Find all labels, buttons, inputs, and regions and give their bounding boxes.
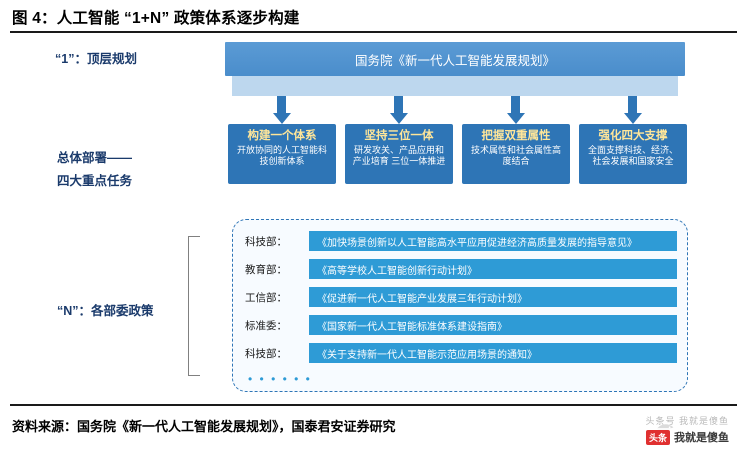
policy-ellipsis: • • • • • • [248, 372, 312, 386]
footer-divider [10, 404, 737, 406]
policy-agency: 工信部： [245, 291, 287, 304]
label-ministry-policies: “N”：各部委政策 [57, 304, 154, 318]
policy-document: 《关于支持新一代人工智能示范应用场景的通知》 [309, 343, 677, 363]
title-divider [10, 31, 737, 33]
task-box-2-body: 研发攻关、产品应用和产业培育 三位一体推进 [352, 145, 446, 166]
task-box-1-body: 开放协同的人工智能科技创新体系 [236, 145, 327, 166]
policy-document: 《加快场景创新以人工智能高水平应用促进经济高质量发展的指导意见》 [309, 231, 677, 251]
watermark-badge: 头条 我就是傻鱼 [641, 428, 733, 446]
task-box-3-title: 把握双重属性 [481, 130, 551, 142]
policy-document: 《高等学校人工智能创新行动计划》 [309, 259, 677, 279]
task-box-4-title: 强化四大支撑 [598, 130, 668, 142]
policy-row: 标准委： 《国家新一代人工智能标准体系建设指南》 [243, 315, 677, 335]
task-box-2-title: 坚持三位一体 [364, 130, 434, 142]
task-box-1: 构建一个体系 开放协同的人工智能科技创新体系 [228, 124, 336, 184]
task-box-2: 坚持三位一体 研发攻关、产品应用和产业培育 三位一体推进 [345, 124, 453, 184]
policy-row: 教育部： 《高等学校人工智能创新行动计划》 [243, 259, 677, 279]
label-overall-deployment-line1: 总体部署—— [57, 151, 133, 165]
policy-group-bracket [188, 236, 200, 376]
policy-document: 《促进新一代人工智能产业发展三年行动计划》 [309, 287, 677, 307]
policy-row: 工信部： 《促进新一代人工智能产业发展三年行动计划》 [243, 287, 677, 307]
policy-agency: 标准委： [245, 319, 287, 332]
label-overall-deployment-line2: 四大重点任务 [57, 174, 133, 188]
policy-row: 科技部： 《关于支持新一代人工智能示范应用场景的通知》 [243, 343, 677, 363]
task-box-4: 强化四大支撑 全面支撑科技、经济、社会发展和国家安全 [579, 124, 687, 184]
watermark-text: 头条号 我就是傻鱼 [645, 416, 729, 426]
label-top-level-plan: “1”：顶层规划 [55, 52, 137, 66]
task-box-3-body: 技术属性和社会属性高度结合 [470, 145, 561, 166]
task-box-4-body: 全面支撑科技、经济、社会发展和国家安全 [587, 145, 678, 166]
connector-spine [232, 76, 678, 96]
policy-agency: 教育部： [245, 263, 287, 276]
page-title: 图 4：人工智能 “1+N” 政策体系逐步构建 [12, 10, 300, 27]
watermark-badge-name: 我就是傻鱼 [674, 432, 729, 444]
policy-agency: 科技部： [245, 235, 287, 248]
policy-row: 科技部： 《加快场景创新以人工智能高水平应用促进经济高质量发展的指导意见》 [243, 231, 677, 251]
policy-document: 《国家新一代人工智能标准体系建设指南》 [309, 315, 677, 335]
task-box-1-title: 构建一个体系 [247, 130, 317, 142]
top-level-plan-box: 国务院《新一代人工智能发展规划》 [225, 42, 685, 76]
watermark-badge-tag: 头条 [645, 429, 670, 445]
source-note: 资料来源：国务院《新一代人工智能发展规划》，国泰君安证券研究 [12, 419, 396, 434]
task-box-3: 把握双重属性 技术属性和社会属性高度结合 [462, 124, 570, 184]
policy-agency: 科技部： [245, 347, 287, 360]
